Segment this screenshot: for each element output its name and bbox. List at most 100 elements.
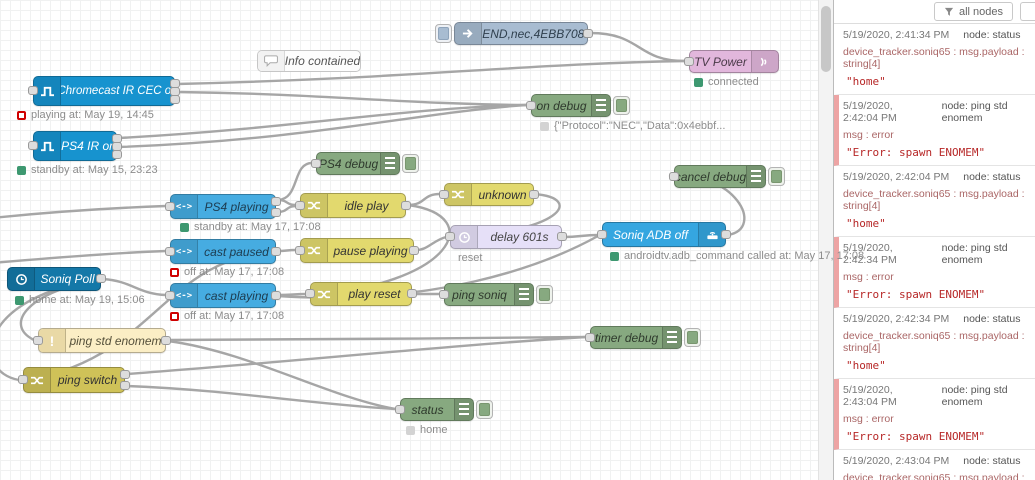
- input-port[interactable]: [395, 404, 405, 414]
- node-on-debug[interactable]: on debug: [526, 94, 630, 117]
- node-unknown[interactable]: unknown: [439, 183, 539, 206]
- node-ps4-debug[interactable]: PS4 debug: [311, 152, 419, 175]
- output-port[interactable]: [96, 274, 106, 283]
- node-play-reset[interactable]: play reset: [305, 282, 417, 306]
- state-change-icon: [171, 240, 198, 263]
- input-port[interactable]: [33, 335, 43, 345]
- sidebar-edge-button[interactable]: [1020, 2, 1035, 21]
- node-delay-601s[interactable]: delay 601s: [445, 225, 567, 249]
- input-port[interactable]: [684, 56, 694, 66]
- timer-icon: [8, 268, 35, 290]
- output-port[interactable]: [407, 289, 417, 298]
- debug-toggle-button[interactable]: [613, 96, 630, 115]
- node-soniq-adb-off[interactable]: Soniq ADB off: [597, 222, 731, 247]
- input-port[interactable]: [165, 246, 175, 256]
- node-label: Chromecast IR CEC on: [61, 85, 174, 97]
- filter-all-nodes-button[interactable]: all nodes: [933, 2, 1013, 21]
- node-idle-play[interactable]: idle play: [295, 193, 411, 218]
- node-status: standby at: May 15, 23:23: [17, 164, 158, 176]
- input-port[interactable]: [295, 245, 305, 255]
- node-ps4-ir-on[interactable]: PS4 IR on: [28, 131, 122, 161]
- node-soniq-poll[interactable]: Soniq Poll: [7, 267, 106, 291]
- scrollbar-thumb[interactable]: [821, 6, 831, 72]
- node-label: Soniq Poll: [40, 272, 95, 286]
- input-port[interactable]: [165, 201, 175, 211]
- input-port[interactable]: [597, 229, 607, 239]
- debug-output-icon: [514, 284, 533, 305]
- output-port[interactable]: [161, 335, 171, 345]
- node-status-debug[interactable]: status: [395, 398, 493, 421]
- node-cast-paused[interactable]: cast paused: [165, 239, 281, 264]
- input-port[interactable]: [445, 232, 455, 241]
- node-irsend[interactable]: IRSEND,nec,4EBB708F,32: [435, 22, 593, 45]
- node-label: cancel debug: [675, 169, 746, 184]
- input-port[interactable]: [311, 158, 321, 168]
- inject-button[interactable]: [435, 24, 452, 43]
- output-port[interactable]: [529, 189, 539, 199]
- output-port[interactable]: [112, 150, 122, 159]
- arrow-in-icon: [455, 23, 482, 44]
- node-cancel-debug[interactable]: cancel debug: [669, 165, 785, 188]
- node-cast-playing[interactable]: cast playing: [165, 283, 281, 308]
- input-port[interactable]: [439, 189, 449, 199]
- input-port[interactable]: [28, 86, 38, 95]
- canvas-vertical-scrollbar[interactable]: [818, 0, 833, 480]
- node-timer-debug[interactable]: timer debug: [585, 326, 701, 349]
- output-port[interactable]: [170, 95, 180, 104]
- node-info-comment[interactable]: Info contained: [257, 50, 361, 72]
- node-pause-playing[interactable]: pause playing: [295, 238, 419, 263]
- node-label: ping std enomem: [69, 333, 162, 348]
- node-ping-soniq[interactable]: ping soniq: [439, 283, 553, 306]
- debug-toggle-button[interactable]: [768, 167, 785, 186]
- debug-toggle-button[interactable]: [402, 154, 419, 173]
- output-port[interactable]: [721, 229, 731, 239]
- node-tv-power[interactable]: TV Power: [684, 50, 779, 73]
- output-port[interactable]: [401, 200, 411, 210]
- input-port[interactable]: [295, 200, 305, 210]
- output-port[interactable]: [557, 232, 567, 241]
- input-port[interactable]: [526, 100, 536, 110]
- output-port[interactable]: [271, 197, 281, 206]
- node-label: idle play: [344, 198, 389, 213]
- node-ps4-playing[interactable]: PS4 playing: [165, 194, 281, 219]
- input-port[interactable]: [165, 290, 175, 300]
- debug-toggle-button[interactable]: [476, 400, 493, 419]
- status-dot-icon: [694, 77, 703, 87]
- debug-toggle-button[interactable]: [684, 328, 701, 347]
- input-port[interactable]: [439, 289, 449, 299]
- node-chromecast-ir-cec-on[interactable]: Chromecast IR CEC on: [28, 76, 180, 106]
- output-port[interactable]: [120, 370, 130, 379]
- input-port[interactable]: [305, 289, 315, 298]
- output-port[interactable]: [271, 208, 281, 217]
- node-ping-std-enomem[interactable]: ping std enomem: [33, 328, 171, 353]
- node-status: home: [406, 424, 448, 436]
- output-port[interactable]: [120, 381, 130, 390]
- output-port[interactable]: [583, 28, 593, 38]
- status-dot-icon: [406, 425, 415, 435]
- output-port[interactable]: [409, 245, 419, 255]
- input-port[interactable]: [585, 332, 595, 342]
- debug-output-icon: [591, 95, 610, 116]
- debug-toggle-button[interactable]: [536, 285, 553, 304]
- status-dot-icon: [17, 165, 26, 175]
- output-port[interactable]: [271, 246, 281, 256]
- debug-sidebar-header: all nodes: [834, 0, 1035, 24]
- node-ping-switch[interactable]: ping switch: [18, 367, 130, 393]
- input-port[interactable]: [28, 141, 38, 150]
- filter-icon: [944, 7, 954, 16]
- input-port[interactable]: [669, 171, 679, 181]
- input-port[interactable]: [18, 375, 28, 384]
- debug-output-icon: [746, 166, 765, 187]
- flow-canvas[interactable]: Info contained Chromecast IR CEC on play…: [0, 0, 864, 480]
- node-label: PS4 IR on: [61, 139, 116, 153]
- output-port[interactable]: [271, 290, 281, 300]
- node-label: delay 601s: [490, 230, 549, 244]
